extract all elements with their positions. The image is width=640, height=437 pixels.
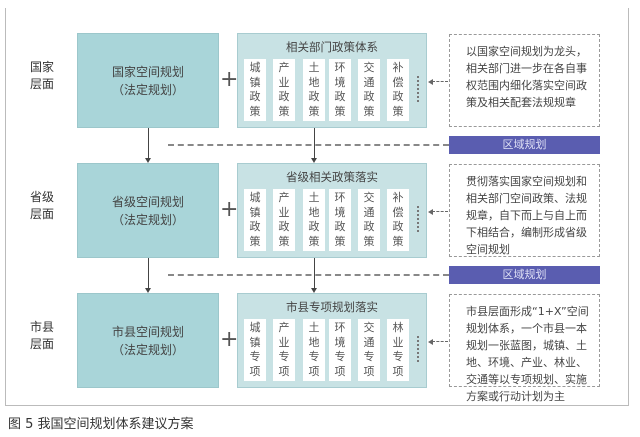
note-box: 贯彻落实国家空间规划和相关部门空间政策、法规规章，自下而上与自上而下相结合，编制…: [449, 164, 600, 257]
dashed-separator: [168, 274, 449, 276]
plus-icon: +: [220, 327, 239, 352]
policy-cell: 环境政策: [329, 189, 351, 251]
plus-icon: +: [220, 67, 239, 92]
down-arrow-line: [314, 128, 315, 158]
policy-cell-label: 环境政策: [334, 191, 346, 248]
policy-cell-label: 交通政策: [363, 61, 375, 118]
spatial-plan-box: 市县空间规划 （法定规划）: [77, 293, 219, 388]
ellipsis-icon: [417, 206, 421, 232]
arrow-down-icon: [311, 288, 317, 293]
spatial-plan-box: 国家空间规划 （法定规划）: [77, 33, 219, 128]
regional-plan-bar: 区域规划: [449, 136, 600, 154]
policy-cell: 城镇政策: [244, 59, 266, 121]
arrow-head-icon: [428, 79, 433, 85]
policy-cell-label: 产业政策: [278, 191, 290, 248]
down-arrow-line: [148, 258, 149, 288]
diagram-frame: [5, 8, 629, 406]
policy-cell: 交通专项: [358, 319, 380, 381]
dashed-arrow: [432, 341, 448, 342]
ellipsis-icon: [417, 76, 421, 102]
policy-title: 市县专项规划落实: [286, 300, 378, 314]
policy-box: 相关部门政策体系城镇政策 产业政策 土地政策 环境政策 交通政策 补偿政策: [237, 33, 427, 128]
dashed-arrow: [432, 81, 448, 82]
dashed-arrow: [432, 211, 448, 212]
policy-cell-label: 产业专项: [278, 321, 290, 378]
plan-title: 省级空间规划: [111, 194, 184, 209]
policy-cell-label: 交通专项: [363, 321, 375, 378]
policy-cell: 林业专项: [387, 319, 409, 381]
policy-cell-label: 林业专项: [392, 321, 404, 378]
note-box: 市县层面形成“1+X”空间规划体系，一个市县一本规划一张蓝图，城镇、土地、环境、…: [449, 294, 600, 403]
policy-cell-label: 交通政策: [363, 191, 375, 248]
policy-cell-label: 土地政策: [308, 61, 320, 118]
policy-cell: 土地政策: [303, 59, 325, 121]
policy-cell-label: 环境专项: [334, 321, 346, 378]
plan-subtitle: （法定规划）: [111, 212, 184, 227]
policy-cell: 产业政策: [273, 59, 295, 121]
policy-cell: 土地政策: [303, 189, 325, 251]
policy-cell-label: 城镇政策: [249, 191, 261, 248]
figure-caption: 图 5 我国空间规划体系建议方案: [8, 417, 194, 432]
arrow-head-icon: [428, 209, 433, 215]
policy-cell: 产业政策: [273, 189, 295, 251]
arrow-down-icon: [145, 158, 151, 163]
policy-cell-label: 补偿政策: [392, 61, 404, 118]
dashed-separator: [168, 144, 449, 146]
policy-title: 相关部门政策体系: [286, 40, 378, 54]
policy-cell: 交通政策: [358, 189, 380, 251]
policy-cell: 城镇政策: [244, 189, 266, 251]
arrow-down-icon: [311, 158, 317, 163]
policy-cell-label: 城镇专项: [249, 321, 261, 378]
policy-cell: 补偿政策: [387, 189, 409, 251]
level-label: 国家层面: [22, 59, 62, 93]
plus-icon: +: [220, 197, 239, 222]
level-label-line: 层面: [29, 207, 54, 221]
policy-cell-label: 环境政策: [334, 61, 346, 118]
policy-box: 省级相关政策落实城镇政策 产业政策 土地政策 环境政策 交通政策 补偿政策: [237, 163, 427, 258]
plan-title: 市县空间规划: [111, 324, 184, 339]
policy-cell: 补偿政策: [387, 59, 409, 121]
policy-cell-label: 土地政策: [308, 191, 320, 248]
policy-title: 省级相关政策落实: [286, 170, 378, 184]
level-label: 市县层面: [22, 319, 62, 353]
level-label-line: 层面: [29, 337, 54, 351]
spatial-plan-box: 省级空间规划 （法定规划）: [77, 163, 219, 258]
plan-subtitle: （法定规划）: [111, 82, 184, 97]
policy-cell-label: 土地专项: [308, 321, 320, 378]
policy-cell: 环境政策: [329, 59, 351, 121]
policy-cell-label: 补偿政策: [392, 191, 404, 248]
arrow-head-icon: [428, 339, 433, 345]
plan-title: 国家空间规划: [111, 64, 184, 79]
regional-plan-bar: 区域规划: [449, 266, 600, 284]
policy-cell-label: 产业政策: [278, 61, 290, 118]
policy-cell-label: 城镇政策: [249, 61, 261, 118]
level-label-line: 层面: [29, 77, 54, 91]
down-arrow-line: [314, 258, 315, 288]
level-label: 省级层面: [22, 189, 62, 223]
policy-cell: 土地专项: [303, 319, 325, 381]
down-arrow-line: [148, 128, 149, 158]
level-label-line: 市县: [29, 320, 54, 334]
ellipsis-icon: [417, 336, 421, 362]
policy-cell: 产业专项: [273, 319, 295, 381]
arrow-down-icon: [145, 288, 151, 293]
policy-cell: 环境专项: [329, 319, 351, 381]
level-label-line: 省级: [29, 190, 54, 204]
plan-subtitle: （法定规划）: [111, 342, 184, 357]
note-box: 以国家空间规划为龙头，相关部门进一步在各自事权范围内细化落实空间政策及相关配套法…: [449, 34, 600, 127]
policy-cell: 交通政策: [358, 59, 380, 121]
policy-cell: 城镇专项: [244, 319, 266, 381]
policy-box: 市县专项规划落实城镇专项 产业专项 土地专项 环境专项 交通专项 林业专项: [237, 293, 427, 388]
level-label-line: 国家: [29, 60, 54, 74]
